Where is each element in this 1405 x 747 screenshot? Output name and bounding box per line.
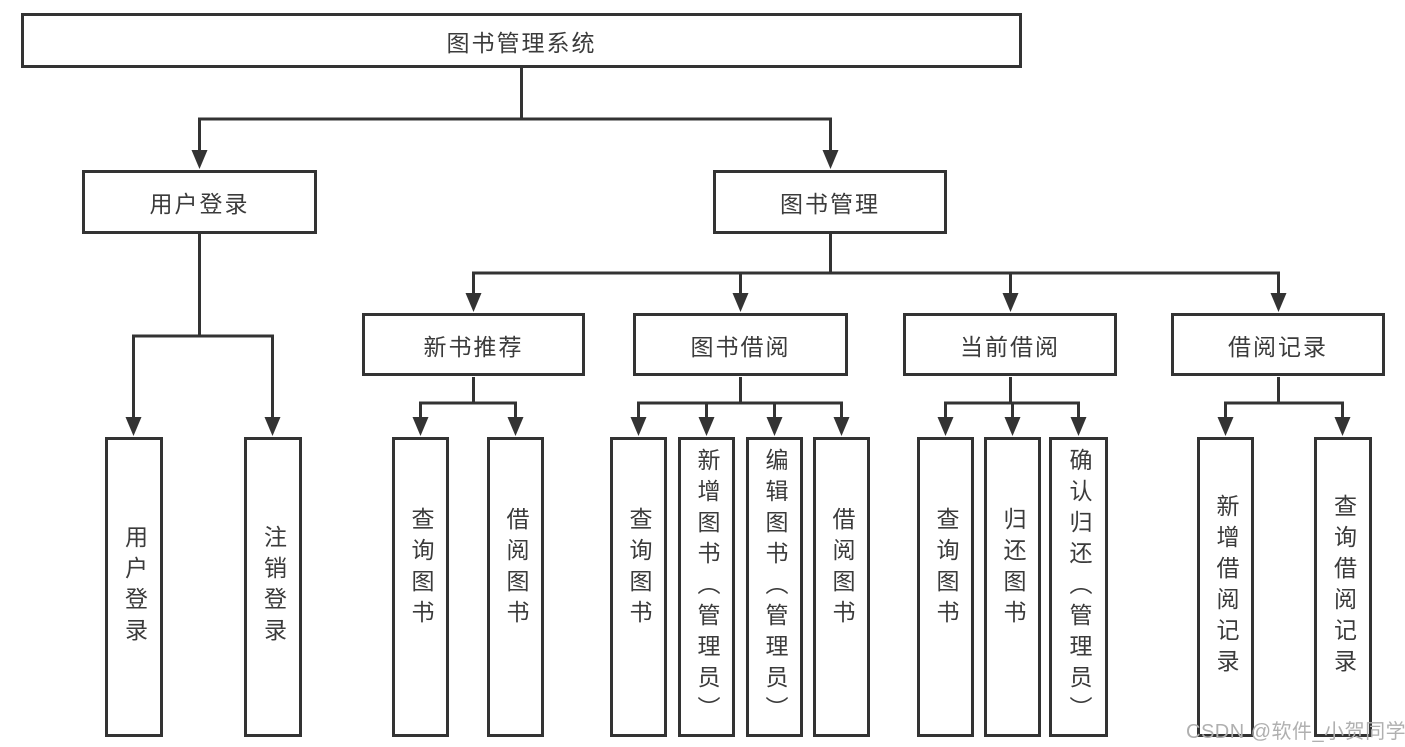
connector-bookmgmt-to-level3 bbox=[472, 234, 1280, 295]
node-borrowing-records: 借阅记录 bbox=[1171, 313, 1385, 376]
node-leaf-cb-query-books-label: 查询图书 bbox=[933, 507, 959, 631]
connector-newbook-to-children bbox=[419, 377, 517, 419]
node-leaf-bb-borrow-books: 借阅图书 bbox=[813, 437, 870, 737]
connector-borrow-to-children bbox=[637, 377, 843, 419]
node-root-system-label: 图书管理系统 bbox=[446, 29, 597, 56]
connector-root-to-level2 bbox=[198, 68, 832, 152]
node-leaf-bb-add-books-admin: 新增图书（管理员） bbox=[678, 437, 735, 737]
node-new-book-recommend-label: 新书推荐 bbox=[423, 333, 524, 360]
node-leaf-nb-borrow-books: 借阅图书 bbox=[487, 437, 544, 737]
node-leaf-user-login: 用户登录 bbox=[105, 437, 163, 737]
node-leaf-bb-add-books-admin-label: 新增图书（管理员） bbox=[694, 447, 720, 727]
node-leaf-user-login-label: 用户登录 bbox=[121, 525, 148, 649]
node-book-borrowing-label: 图书借阅 bbox=[690, 333, 791, 360]
node-new-book-recommend: 新书推荐 bbox=[362, 313, 585, 376]
node-leaf-br-add-record-label: 新增借阅记录 bbox=[1213, 494, 1239, 680]
node-book-management-branch-label: 图书管理 bbox=[780, 191, 880, 217]
node-borrowing-records-label: 借阅记录 bbox=[1228, 333, 1328, 360]
node-leaf-cb-confirm-return-admin-label: 确认归还（管理员） bbox=[1066, 447, 1092, 727]
node-leaf-br-query-record-label: 查询借阅记录 bbox=[1330, 494, 1357, 680]
node-book-management-branch: 图书管理 bbox=[713, 170, 947, 234]
node-leaf-bb-query-books: 查询图书 bbox=[610, 437, 667, 737]
node-current-borrowing: 当前借阅 bbox=[903, 313, 1117, 376]
node-leaf-cb-confirm-return-admin: 确认归还（管理员） bbox=[1049, 437, 1108, 737]
node-user-login-branch-label: 用户登录 bbox=[149, 191, 250, 217]
node-user-login-branch: 用户登录 bbox=[82, 170, 317, 234]
connector-userlogin-to-children bbox=[132, 233, 274, 419]
node-leaf-bb-edit-books-admin: 编辑图书（管理员） bbox=[746, 437, 803, 737]
node-root-system: 图书管理系统 bbox=[21, 13, 1022, 68]
connector-current-to-children bbox=[944, 377, 1080, 419]
node-current-borrowing-label: 当前借阅 bbox=[960, 333, 1060, 360]
csdn-watermark: CSDN @软件_小贺同学 bbox=[1186, 721, 1405, 743]
node-leaf-bb-borrow-books-label: 借阅图书 bbox=[829, 507, 855, 631]
node-leaf-bb-query-books-label: 查询图书 bbox=[626, 507, 652, 631]
node-leaf-br-add-record: 新增借阅记录 bbox=[1197, 437, 1254, 737]
node-leaf-bb-edit-books-admin-label: 编辑图书（管理员） bbox=[762, 447, 788, 727]
node-leaf-cb-return-books: 归还图书 bbox=[984, 437, 1041, 737]
node-leaf-logout-label: 注销登录 bbox=[260, 525, 287, 649]
node-leaf-nb-query-books: 查询图书 bbox=[392, 437, 449, 737]
node-leaf-logout: 注销登录 bbox=[244, 437, 302, 737]
node-leaf-br-query-record: 查询借阅记录 bbox=[1314, 437, 1372, 737]
node-leaf-cb-query-books: 查询图书 bbox=[917, 437, 974, 737]
node-book-borrowing: 图书借阅 bbox=[633, 313, 848, 376]
node-leaf-nb-borrow-books-label: 借阅图书 bbox=[503, 507, 529, 631]
arrowheads bbox=[125, 150, 1351, 436]
connector-records-to-children bbox=[1224, 377, 1344, 419]
node-leaf-cb-return-books-label: 归还图书 bbox=[1000, 507, 1026, 631]
node-leaf-nb-query-books-label: 查询图书 bbox=[408, 507, 434, 631]
